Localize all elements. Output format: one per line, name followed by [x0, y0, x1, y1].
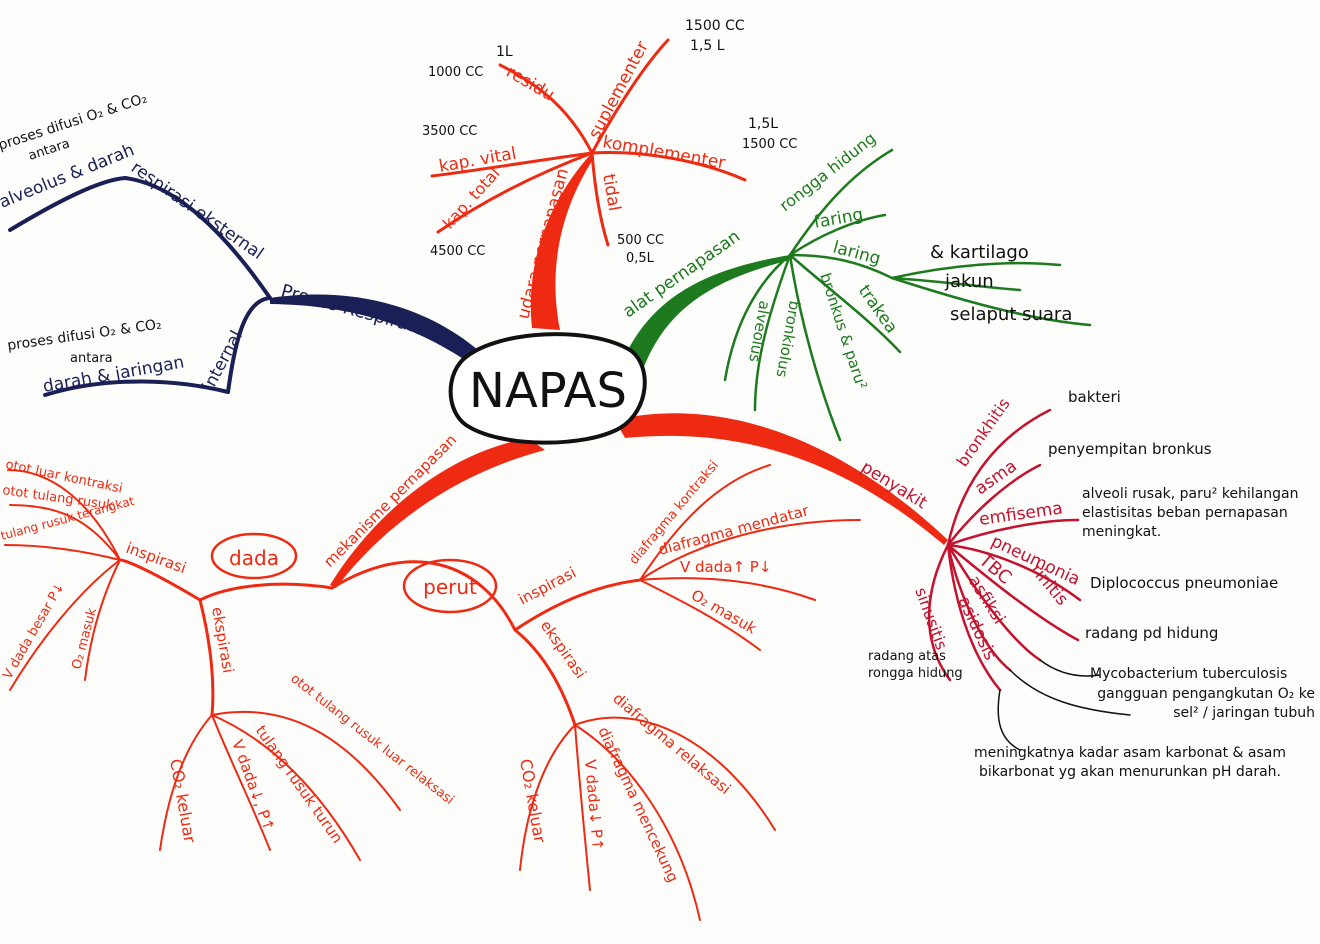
udara-group: udara pernapasan suplementer residu komp… [422, 18, 797, 321]
udara-item-residu: residu [503, 62, 558, 105]
center-title: NAPAS [469, 363, 627, 419]
respirasi-group: Proses Respirasi respirasi eksternal alv… [0, 90, 425, 397]
udara-note-suplementer-1: 1500 CC [685, 18, 745, 34]
udara-item-kap-vital: kap. vital [437, 144, 517, 177]
dada-inspirasi-label: inspirasi [124, 539, 189, 577]
respirasi-internal-desc: darah & jaringan [41, 352, 185, 397]
branch-mekanisme [330, 438, 545, 588]
udara-note-suplementer-2: 1,5 L [690, 38, 725, 54]
udara-note-komplementer-1: 1,5L [748, 116, 778, 132]
penyakit-note-rinitis: radang pd hidung [1085, 624, 1218, 642]
penyakit-note-asma: penyempitan bronkus [1048, 440, 1212, 458]
perut-inspirasi-item-3: O₂ masuk [688, 586, 760, 638]
penyakit-note-asfiksi: gangguan pengangkutan O₂ ke sel² / jarin… [1097, 686, 1315, 721]
branch-respirasi [270, 294, 478, 362]
udara-note-kap-total: 4500 CC [430, 244, 485, 259]
udara-note-residu-1: 1L [496, 44, 513, 60]
perut-ekspirasi-label: ekspirasi [537, 617, 590, 682]
respirasi-internal-label: internal [199, 327, 247, 394]
udara-note-kap-vital: 3500 CC [422, 124, 477, 139]
alat-laring-sub-selaput-suara: selaput suara [950, 304, 1072, 325]
branch-penyakit [615, 413, 948, 545]
penyakit-note-emfisema: alveoli rusak, paru² kehilangan elastisi… [1082, 486, 1299, 540]
udara-note-tidal-1: 500 CC [617, 233, 664, 248]
perut-bubble [402, 558, 498, 614]
perut-inspirasi-item-2: V dada↑ P↓ [680, 558, 771, 576]
alat-group: alat pernapasan rongga hidung faring lar… [619, 128, 1092, 442]
dada-label: dada [229, 546, 279, 570]
penyakit-note-pneumonia: Diplococcus pneumoniae [1090, 574, 1278, 592]
respirasi-internal-note-1: proses difusi O₂ & CO₂ [6, 316, 162, 354]
branch-udara-pernapasan [530, 155, 594, 330]
dada-bubble [210, 532, 298, 580]
alat-item-bronkiolus: bronkiolus [773, 299, 804, 379]
penyakit-group: penyakit bronkhitis asma emfisema pneumo… [857, 388, 1315, 780]
penyakit-note-asidosis: meningkatnya kadar asam karbonat & asam … [973, 745, 1287, 780]
dada-ekspirasi-item-3: CO₂ keluar [166, 757, 200, 844]
alat-laring-sub-jakun: jakun [944, 271, 994, 292]
mekanisme-group: mekanisme pernapasan dada inspirasi otot… [0, 431, 861, 921]
dada-inspirasi-item-4: O₂ masuk [69, 606, 100, 671]
respirasi-eksternal-label: respirasi eksternal [127, 158, 267, 264]
alat-item-alveolus: alveolus [745, 299, 774, 363]
penyakit-note-tbc: Mycobacterium tuberculosis [1090, 666, 1287, 682]
penyakit-item-sinusitis: sinusitis [911, 585, 951, 652]
penyakit-note-bronkhitis: bakteri [1068, 388, 1121, 406]
center-node: NAPAS [448, 332, 647, 445]
mekanisme-label: mekanisme pernapasan [320, 431, 460, 571]
udara-item-suplementer: suplementer [585, 38, 653, 142]
udara-note-komplementer-2: 1500 CC [742, 137, 797, 152]
udara-note-residu-2: 1000 CC [428, 65, 483, 80]
alat-laring-sub-kartilago: & kartilago [930, 242, 1029, 263]
penyakit-note-sinusitis: radang atas rongga hidung [868, 649, 963, 681]
udara-item-tidal: tidal [598, 172, 624, 212]
respirasi-internal-note-2: antara [70, 351, 113, 366]
dada-inspirasi-item-3: V dada besar P↓ [0, 580, 67, 682]
perut-inspirasi-label: inspirasi [515, 563, 579, 608]
udara-note-tidal-2: 0,5L [626, 251, 655, 266]
penyakit-item-asma: asma [971, 456, 1020, 499]
perut-label: perut [423, 575, 477, 599]
udara-item-komplementer: komplementer [601, 132, 727, 173]
alat-item-faring: faring [812, 205, 864, 233]
